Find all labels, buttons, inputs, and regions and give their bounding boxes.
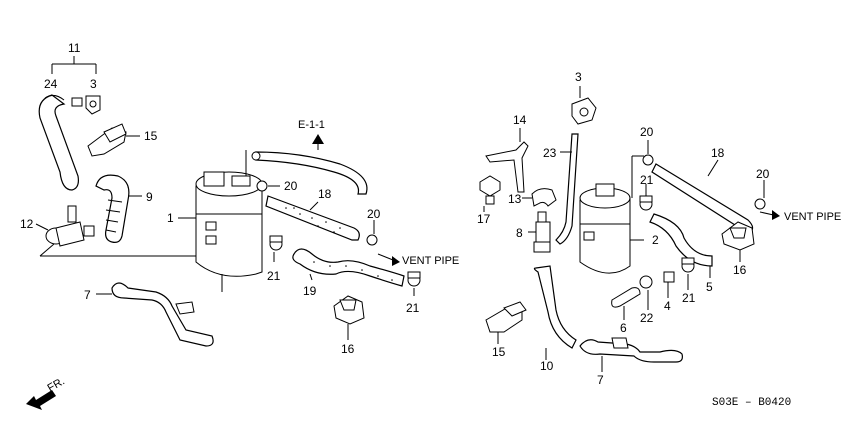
callout-11: 11 [68,41,81,55]
hose-part-5 [649,213,713,278]
callout-15-right: 15 [492,345,506,359]
bolt-part-17 [479,175,501,212]
hose-upper-left [255,151,368,195]
callout-9: 9 [146,190,153,204]
diagram-code: S03E – B0420 [712,397,791,409]
tube-part-6 [611,287,641,320]
hose-part-10 [533,265,577,360]
callout-bracket-11 [51,56,97,74]
callout-23: 23 [543,146,557,160]
callout-13: 13 [508,192,522,206]
callout-1: 1 [167,211,174,225]
clamp-part-21-left-b [407,271,421,296]
callout-10: 10 [540,359,554,373]
callout-21-b: 21 [406,301,420,315]
callout-5: 5 [706,280,713,294]
bracket-part-16-left [333,295,365,340]
vent-arrow-right [772,210,780,220]
clip-part-15-right [485,301,527,344]
callout-15-left: 15 [144,129,158,143]
callout-4: 4 [664,299,671,313]
clip-part-15-left [87,123,140,157]
clamp-part-20-right-b [754,180,766,210]
clamp-part-21-right-b [681,257,695,290]
connector-part-8 [528,211,551,253]
callout-6: 6 [620,321,627,335]
callout-21-c: 21 [640,173,654,187]
clamp-part-22 [639,275,653,310]
fitting-small [71,97,83,107]
section-ref-label: E-1-1 [298,119,325,131]
vent-arrow-left [392,256,400,266]
front-marker-label: FR. [46,375,67,394]
vent-pipe-label-left: VENT PIPE [402,255,459,267]
pipe-part-7-left [96,282,214,347]
callout-20-d: 20 [756,167,770,181]
pipe-part-7-right [579,337,683,372]
elbow-part-13 [522,188,557,207]
clamp-part-21-left-a [269,235,283,262]
hose-part-24 [38,94,79,191]
clamp-part-20-left-a [256,180,280,192]
callout-16-right: 16 [733,263,747,277]
callout-17: 17 [477,212,491,226]
connector-part-3-left [85,95,101,115]
callout-19: 19 [303,284,317,298]
front-arrow [26,390,56,410]
hose-part-9 [95,174,142,243]
callout-3-right: 3 [575,70,582,84]
callout-24: 24 [44,77,58,91]
bracket-part-16-right [721,221,755,262]
callout-7-left: 7 [84,288,91,302]
valve-part-12 [35,205,95,247]
pipe-part-23 [555,133,579,245]
callout-2: 2 [652,233,659,247]
callout-7-right: 7 [597,373,604,387]
hose-part-19 [292,248,405,287]
callout-20-a: 20 [284,179,298,193]
callout-20-c: 20 [640,125,654,139]
section-arrow [312,134,324,144]
callout-16-left: 16 [341,342,355,356]
canister-part-2 [579,183,644,274]
fitting-part-4 [663,271,675,298]
canister-part-1 [178,171,263,292]
callout-20-b: 20 [367,207,381,221]
callout-12: 12 [20,217,34,231]
callout-3-left: 3 [90,77,97,91]
connector-part-3-right [571,86,597,125]
bracket-part-14 [485,128,529,193]
callout-21-d: 21 [682,291,696,305]
callout-21-a: 21 [267,269,281,283]
clamp-part-20-right-a [642,140,654,166]
callout-18-left: 18 [318,187,332,201]
callout-18-right: 18 [711,146,725,160]
clamp-part-20-left-b [366,220,378,246]
callout-8: 8 [516,226,523,240]
callout-14: 14 [513,113,527,127]
hose-part-18-left [265,195,360,241]
clamp-part-21-right-a [639,184,653,211]
callout-22: 22 [640,311,654,325]
vent-pipe-label-right: VENT PIPE [784,211,841,223]
